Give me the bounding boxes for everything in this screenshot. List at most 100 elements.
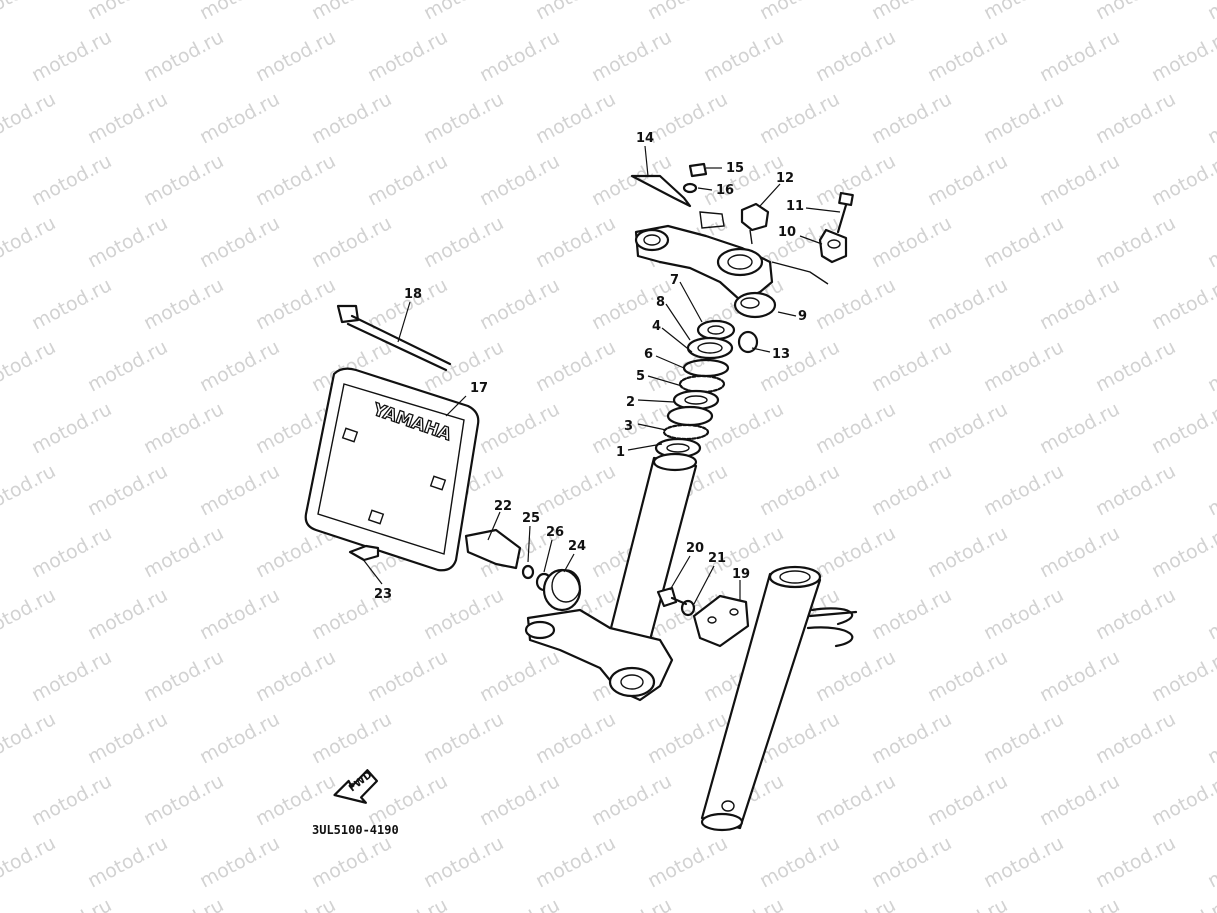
- watermark-text: motod.ru: [196, 88, 283, 148]
- watermark-text: motod.ru: [476, 646, 563, 706]
- watermark-text: motod.ru: [588, 26, 675, 86]
- watermark-text: motod.ru: [308, 212, 395, 272]
- watermark-text: motod.ru: [1092, 212, 1179, 272]
- leader-lines: [361, 145, 841, 605]
- number-plate: YAMAHA: [304, 367, 480, 572]
- watermark-text: motod.ru: [1204, 460, 1217, 520]
- watermark-text: motod.ru: [924, 770, 1011, 830]
- fwd-arrow: FWD: [333, 769, 379, 804]
- watermark-text: motod.ru: [140, 150, 227, 210]
- watermark-text: motod.ru: [532, 0, 619, 24]
- watermark-text: motod.ru: [868, 336, 955, 396]
- watermark-text: motod.ru: [28, 522, 115, 582]
- watermark-text: motod.ru: [1148, 398, 1217, 458]
- plate-stay: [464, 528, 522, 570]
- watermark-text: motod.ru: [532, 832, 619, 892]
- callout-26: 26: [546, 525, 564, 540]
- watermark-text: motod.ru: [980, 88, 1067, 148]
- cap-24: [542, 568, 582, 612]
- watermark-text: motod.ru: [644, 0, 731, 24]
- callout-8: 8: [656, 295, 665, 310]
- watermark-text: motod.ru: [420, 708, 507, 768]
- watermark-text: motod.ru: [0, 150, 3, 210]
- watermark-text: motod.ru: [812, 150, 899, 210]
- watermark-text: motod.ru: [588, 894, 675, 913]
- watermark-text: motod.ru: [812, 26, 899, 86]
- watermark-text: motod.ru: [532, 708, 619, 768]
- watermark-text: motod.ru: [1148, 522, 1217, 582]
- watermark-text: motod.ru: [28, 398, 115, 458]
- watermark-text: motod.ru: [84, 212, 171, 272]
- callout-21: 21: [708, 551, 726, 566]
- callout-9: 9: [798, 309, 807, 324]
- pin-23: [348, 544, 380, 562]
- watermark-text: motod.ru: [476, 150, 563, 210]
- watermark-text: motod.ru: [364, 894, 451, 913]
- watermark-text: motod.ru: [644, 832, 731, 892]
- watermark-text: motod.ru: [140, 522, 227, 582]
- watermark-text: motod.ru: [420, 584, 507, 644]
- watermark-text: motod.ru: [0, 274, 3, 334]
- watermark-text: motod.ru: [812, 398, 899, 458]
- watermark-text: motod.ru: [0, 336, 59, 396]
- watermark-text: motod.ru: [84, 336, 171, 396]
- watermark-text: motod.ru: [84, 832, 171, 892]
- watermark-text: motod.ru: [0, 398, 3, 458]
- watermark-text: motod.ru: [196, 212, 283, 272]
- watermark-text: motod.ru: [196, 0, 283, 24]
- watermark-text: motod.ru: [812, 770, 899, 830]
- callout-16: 16: [716, 183, 734, 198]
- watermark-text: motod.ru: [868, 460, 955, 520]
- watermark-text: motod.ru: [1092, 336, 1179, 396]
- watermark-text: motod.ru: [980, 212, 1067, 272]
- watermark-text: motod.ru: [28, 894, 115, 913]
- watermark-text: motod.ru: [1036, 274, 1123, 334]
- watermark-text: motod.ru: [364, 274, 451, 334]
- watermark-text: motod.ru: [0, 708, 59, 768]
- washer-21: [680, 599, 696, 617]
- watermark-text: motod.ru: [0, 460, 59, 520]
- watermark-text: motod.ru: [308, 832, 395, 892]
- watermark-text: motod.ru: [308, 708, 395, 768]
- bolt-15: [688, 162, 708, 178]
- watermark-text: motod.ru: [1036, 646, 1123, 706]
- watermark-text: motod.ru: [1036, 522, 1123, 582]
- watermark-text: motod.ru: [84, 0, 171, 24]
- watermark-text: motod.ru: [1204, 708, 1217, 768]
- watermark-text: motod.ru: [1148, 274, 1217, 334]
- watermark-text: motod.ru: [980, 460, 1067, 520]
- watermark-text: motod.ru: [1092, 0, 1179, 24]
- watermark-text: motod.ru: [1036, 150, 1123, 210]
- watermark-text: motod.ru: [28, 770, 115, 830]
- watermark-text: motod.ru: [756, 460, 843, 520]
- watermark-text: motod.ru: [420, 88, 507, 148]
- watermark-text: motod.ru: [924, 894, 1011, 913]
- washer-25: [521, 564, 535, 580]
- watermark-text: motod.ru: [476, 770, 563, 830]
- watermark-text: motod.ru: [756, 88, 843, 148]
- watermark-text: motod.ru: [84, 584, 171, 644]
- bearing-stack: [654, 319, 736, 459]
- watermark-text: motod.ru: [0, 0, 59, 24]
- watermark-text: motod.ru: [0, 832, 59, 892]
- watermark-text: motod.ru: [140, 770, 227, 830]
- watermark-text: motod.ru: [196, 584, 283, 644]
- watermark-text: motod.ru: [0, 212, 59, 272]
- watermark-text: motod.ru: [532, 460, 619, 520]
- callout-15: 15: [726, 161, 744, 176]
- callout-5: 5: [636, 369, 645, 384]
- callout-14: 14: [636, 131, 654, 146]
- watermark-text: motod.ru: [1036, 770, 1123, 830]
- watermark-text: motod.ru: [588, 150, 675, 210]
- watermark-text: motod.ru: [532, 212, 619, 272]
- callout-20: 20: [686, 541, 704, 556]
- watermark-text: motod.ru: [364, 646, 451, 706]
- watermark-text: motod.ru: [0, 522, 3, 582]
- watermark-text: motod.ru: [476, 274, 563, 334]
- watermark-text: motod.ru: [364, 150, 451, 210]
- watermark-text: motod.ru: [0, 646, 3, 706]
- bolt-11: [836, 191, 854, 234]
- watermark-text: motod.ru: [0, 26, 3, 86]
